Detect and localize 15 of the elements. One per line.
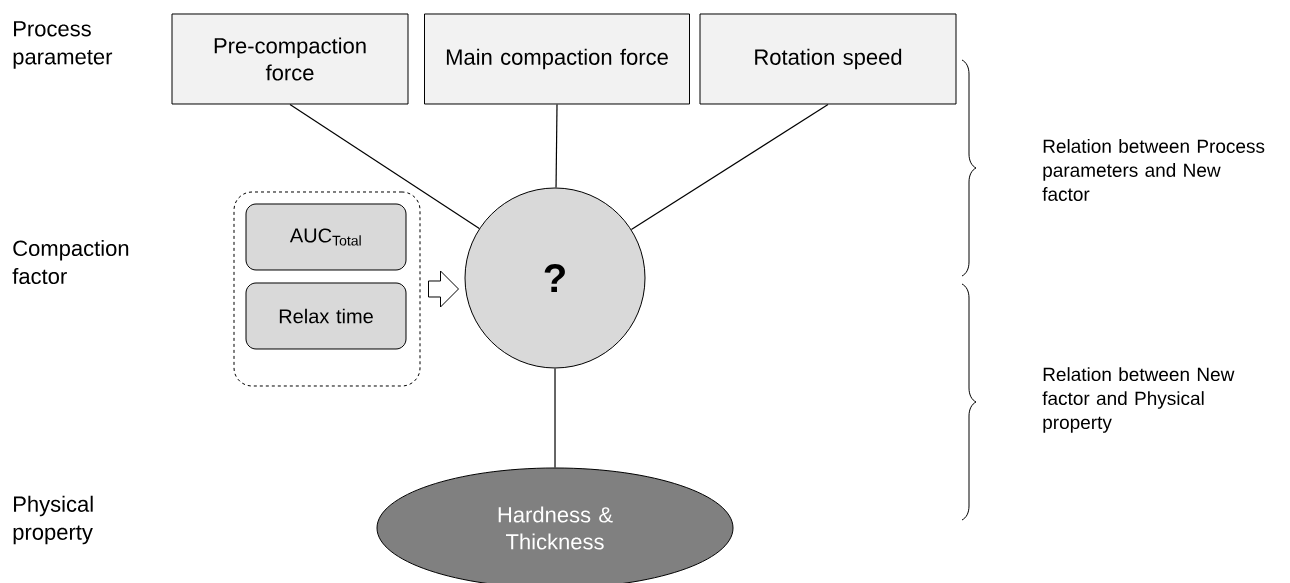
row-label: Process parameter (13, 21, 113, 69)
relation-label: Relation between Process parameters and New factor (1042, 139, 1265, 201)
connector-line (555, 103, 558, 189)
parameter-box: Rotation speed (699, 13, 957, 105)
connector-line (554, 367, 556, 469)
relation-label: Relation between New factor and Physical property (1042, 367, 1235, 433)
block-arrow (428, 270, 459, 308)
connector-line (289, 103, 480, 230)
row-label: Physical property (13, 495, 93, 545)
parameter-box: Pre-compaction force (171, 13, 409, 105)
parameter-box: Main compaction force (424, 13, 690, 105)
connector-line (630, 103, 829, 231)
row-label: Compaction factor (12, 239, 129, 285)
factor-box: AUC$_{Total}$ (245, 203, 407, 271)
factor-box: Relax time (245, 282, 407, 350)
